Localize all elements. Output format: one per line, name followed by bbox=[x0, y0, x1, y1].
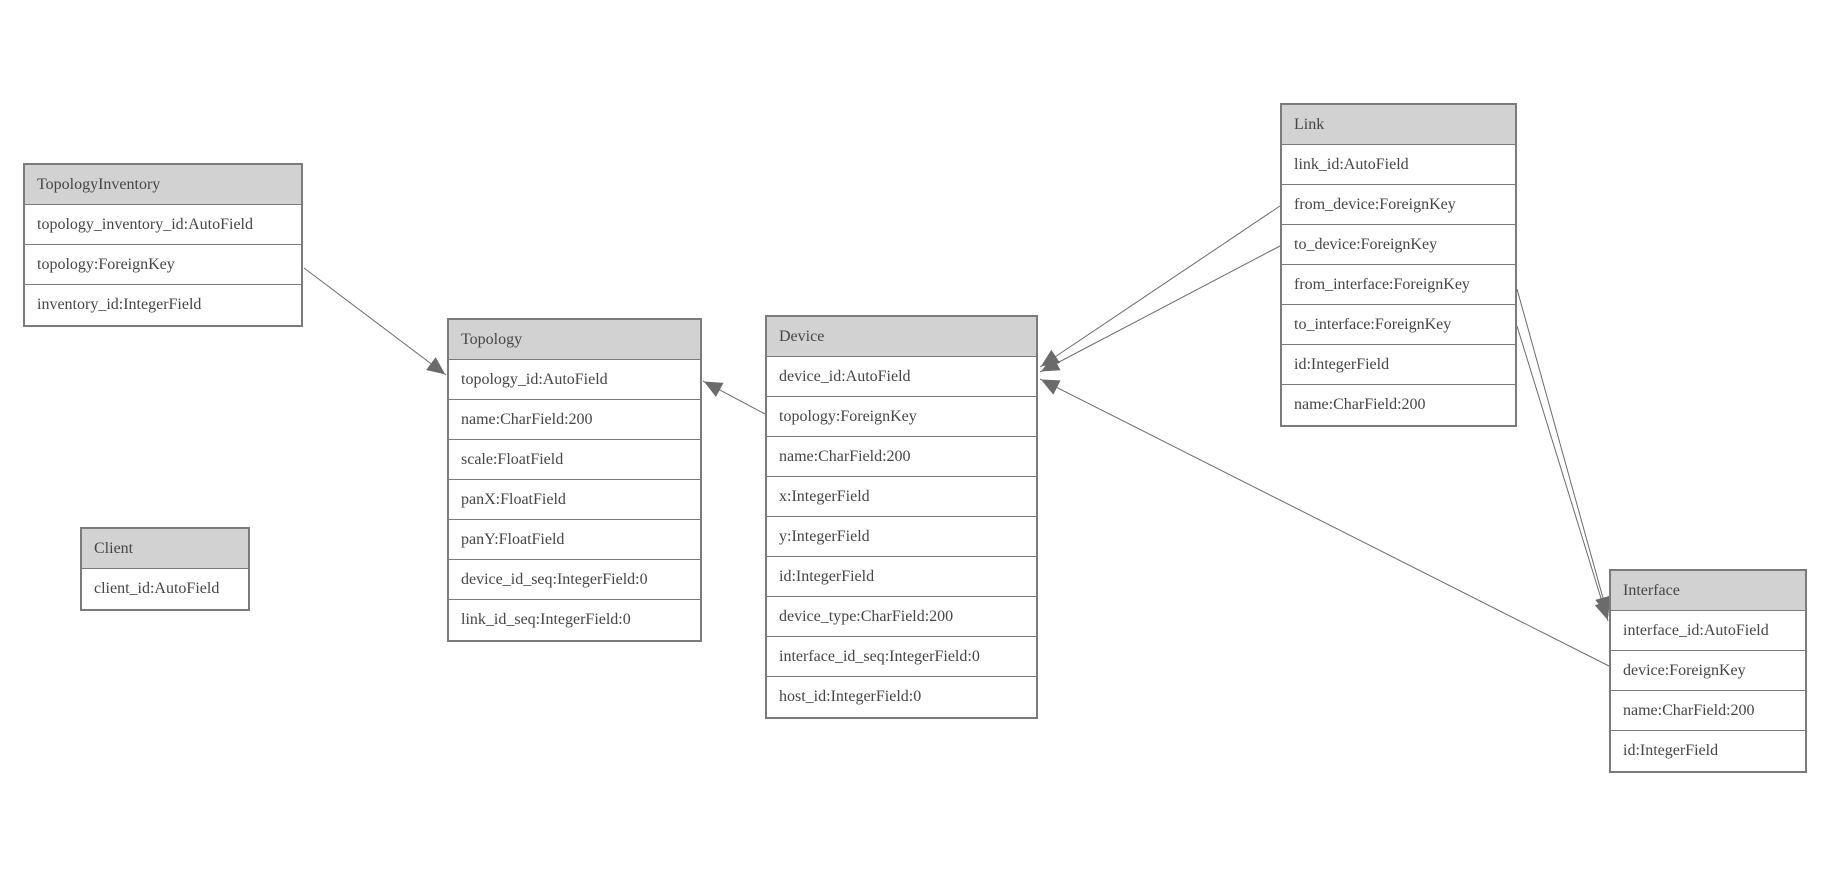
edge-link-from-interface bbox=[1516, 288, 1611, 617]
edge-link-to-device bbox=[1039, 245, 1281, 373]
table-row: host_id:IntegerField:0 bbox=[779, 688, 922, 705]
table-row: interface_id:AutoField bbox=[1611, 611, 1805, 651]
table-row: topology:ForeignKey bbox=[767, 397, 1036, 437]
table-topology: Topology topology_id:AutoField name:Char… bbox=[447, 318, 702, 642]
table-row: inventory_id:IntegerField bbox=[37, 296, 202, 313]
table-row: to_interface:ForeignKey bbox=[1282, 305, 1515, 345]
table-row: interface_id_seq:IntegerField:0 bbox=[767, 637, 1036, 677]
table-row: device_id:AutoField bbox=[767, 357, 1036, 397]
table-row: link_id:AutoField bbox=[1282, 145, 1515, 185]
table-device-header: Device bbox=[767, 317, 1036, 357]
table-row: device_id_seq:IntegerField:0 bbox=[449, 560, 700, 600]
table-row: topology_inventory_id:AutoField bbox=[25, 205, 301, 245]
table-row: scale:FloatField bbox=[449, 440, 700, 480]
table-row: device:ForeignKey bbox=[1611, 651, 1805, 691]
table-interface: Interface interface_id:AutoField device:… bbox=[1609, 569, 1807, 773]
table-row: panX:FloatField bbox=[449, 480, 700, 520]
table-topology-inventory-header: TopologyInventory bbox=[25, 165, 301, 205]
table-row: to_device:ForeignKey bbox=[1282, 225, 1515, 265]
table-topology-header: Topology bbox=[449, 320, 700, 360]
table-client: Client client_id:AutoField bbox=[80, 527, 250, 611]
table-row: panY:FloatField bbox=[449, 520, 700, 560]
table-row: name:CharField:200 bbox=[767, 437, 1036, 477]
table-row: name:CharField:200 bbox=[1611, 691, 1805, 731]
edge-link-from-device bbox=[1039, 205, 1281, 368]
table-row: link_id_seq:IntegerField:0 bbox=[461, 611, 631, 628]
table-row: x:IntegerField bbox=[767, 477, 1036, 517]
table-row: from_interface:ForeignKey bbox=[1282, 265, 1515, 305]
table-row: y:IntegerField bbox=[767, 517, 1036, 557]
table-row: topology:ForeignKey bbox=[25, 245, 301, 285]
table-device: Device device_id:AutoField topology:Fore… bbox=[765, 315, 1038, 719]
table-topology-inventory: TopologyInventory topology_inventory_id:… bbox=[23, 163, 303, 327]
table-row: id:IntegerField bbox=[767, 557, 1036, 597]
table-row: name:CharField:200 bbox=[449, 400, 700, 440]
table-link-header: Link bbox=[1282, 105, 1515, 145]
table-row: id:IntegerField bbox=[1282, 345, 1515, 385]
table-row: topology_id:AutoField bbox=[449, 360, 700, 400]
table-interface-header: Interface bbox=[1611, 571, 1805, 611]
table-row: id:IntegerField bbox=[1623, 742, 1719, 759]
edge-topologyinventory-topology bbox=[303, 267, 447, 376]
edge-device-topology bbox=[702, 380, 766, 415]
table-client-header: Client bbox=[82, 529, 248, 569]
table-row: from_device:ForeignKey bbox=[1282, 185, 1515, 225]
table-row: client_id:AutoField bbox=[94, 580, 220, 597]
edge-link-to-interface bbox=[1516, 325, 1611, 622]
table-row: name:CharField:200 bbox=[1294, 396, 1426, 413]
table-row: device_type:CharField:200 bbox=[767, 597, 1036, 637]
table-link: Link link_id:AutoField from_device:Forei… bbox=[1280, 103, 1517, 427]
